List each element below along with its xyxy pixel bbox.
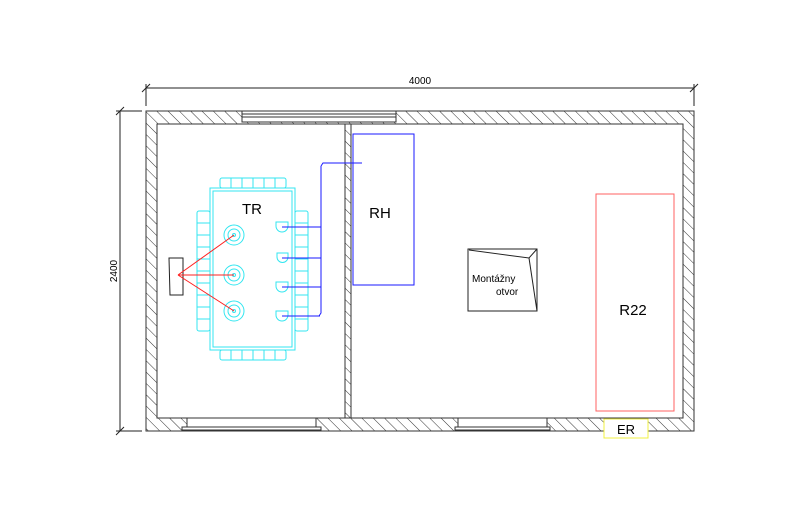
hv-cables xyxy=(282,162,362,317)
r22-switchboard xyxy=(595,193,675,412)
dimension-width xyxy=(141,83,699,106)
er-label: ER xyxy=(617,422,635,437)
opening-label-line1: Montážny xyxy=(472,274,515,285)
window-top xyxy=(241,110,397,123)
cable-terminal-box xyxy=(168,257,184,296)
transformer-label: TR xyxy=(242,201,262,218)
dimension-width-label: 4000 xyxy=(409,76,432,87)
lv-cables xyxy=(177,234,235,312)
door-left xyxy=(181,417,322,431)
er-box xyxy=(603,418,649,439)
rh-switchboard xyxy=(352,133,415,286)
dimension-height-label: 2400 xyxy=(109,259,120,282)
door-right xyxy=(454,417,551,431)
mounting-opening xyxy=(467,248,538,312)
rh-label: RH xyxy=(369,205,391,222)
partition-wall xyxy=(344,123,352,419)
lv-bushings xyxy=(275,221,289,322)
transformer xyxy=(196,177,309,361)
r22-label: R22 xyxy=(619,302,647,319)
dimension-height xyxy=(115,106,142,436)
opening-label-line2: otvor xyxy=(496,287,519,298)
outer-walls xyxy=(145,110,695,432)
